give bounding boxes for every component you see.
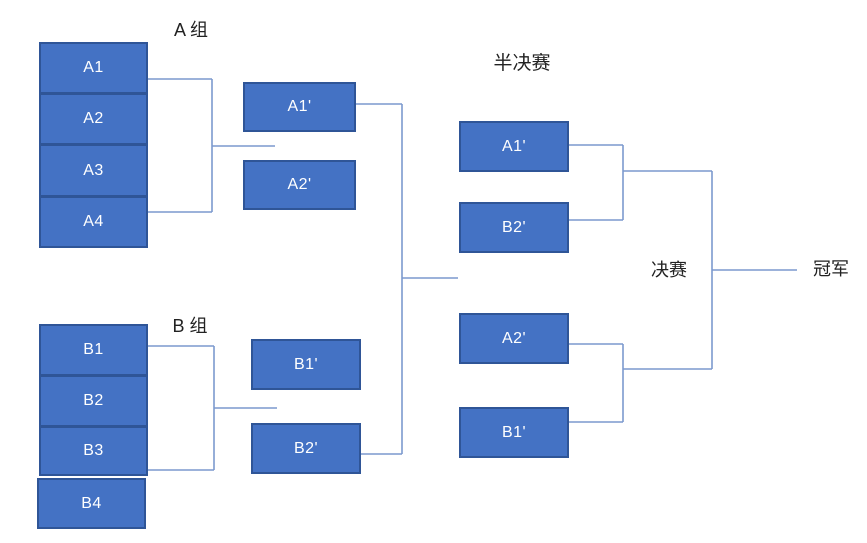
semifinal-label: 半决赛 [493,53,551,74]
team-box-b3: B3 [39,426,148,476]
team-box-a3: A3 [39,144,148,197]
semifinal-box-b2-prime: B2' [459,202,569,253]
team-box-a4: A4 [39,196,148,248]
final-label: 决赛 [651,260,687,280]
semifinal-box-a2-prime: A2' [459,313,569,364]
team-box-a1: A1 [39,42,148,94]
winner-box-b1-prime: B1' [251,339,361,390]
champion-label: 冠军 [813,259,849,279]
team-box-b2: B2 [39,375,148,427]
winner-box-a2-prime: A2' [243,160,356,210]
team-box-b1: B1 [39,324,148,376]
winner-box-b2-prime: B2' [251,423,361,474]
group-b-label: B 组 [172,316,208,336]
team-box-b4: B4 [37,478,146,529]
group-a-label: A 组 [173,20,208,40]
team-box-a2: A2 [39,93,148,145]
semifinal-box-a1-prime: A1' [459,121,569,172]
semifinal-box-b1-prime: B1' [459,407,569,458]
winner-box-a1-prime: A1' [243,82,356,132]
